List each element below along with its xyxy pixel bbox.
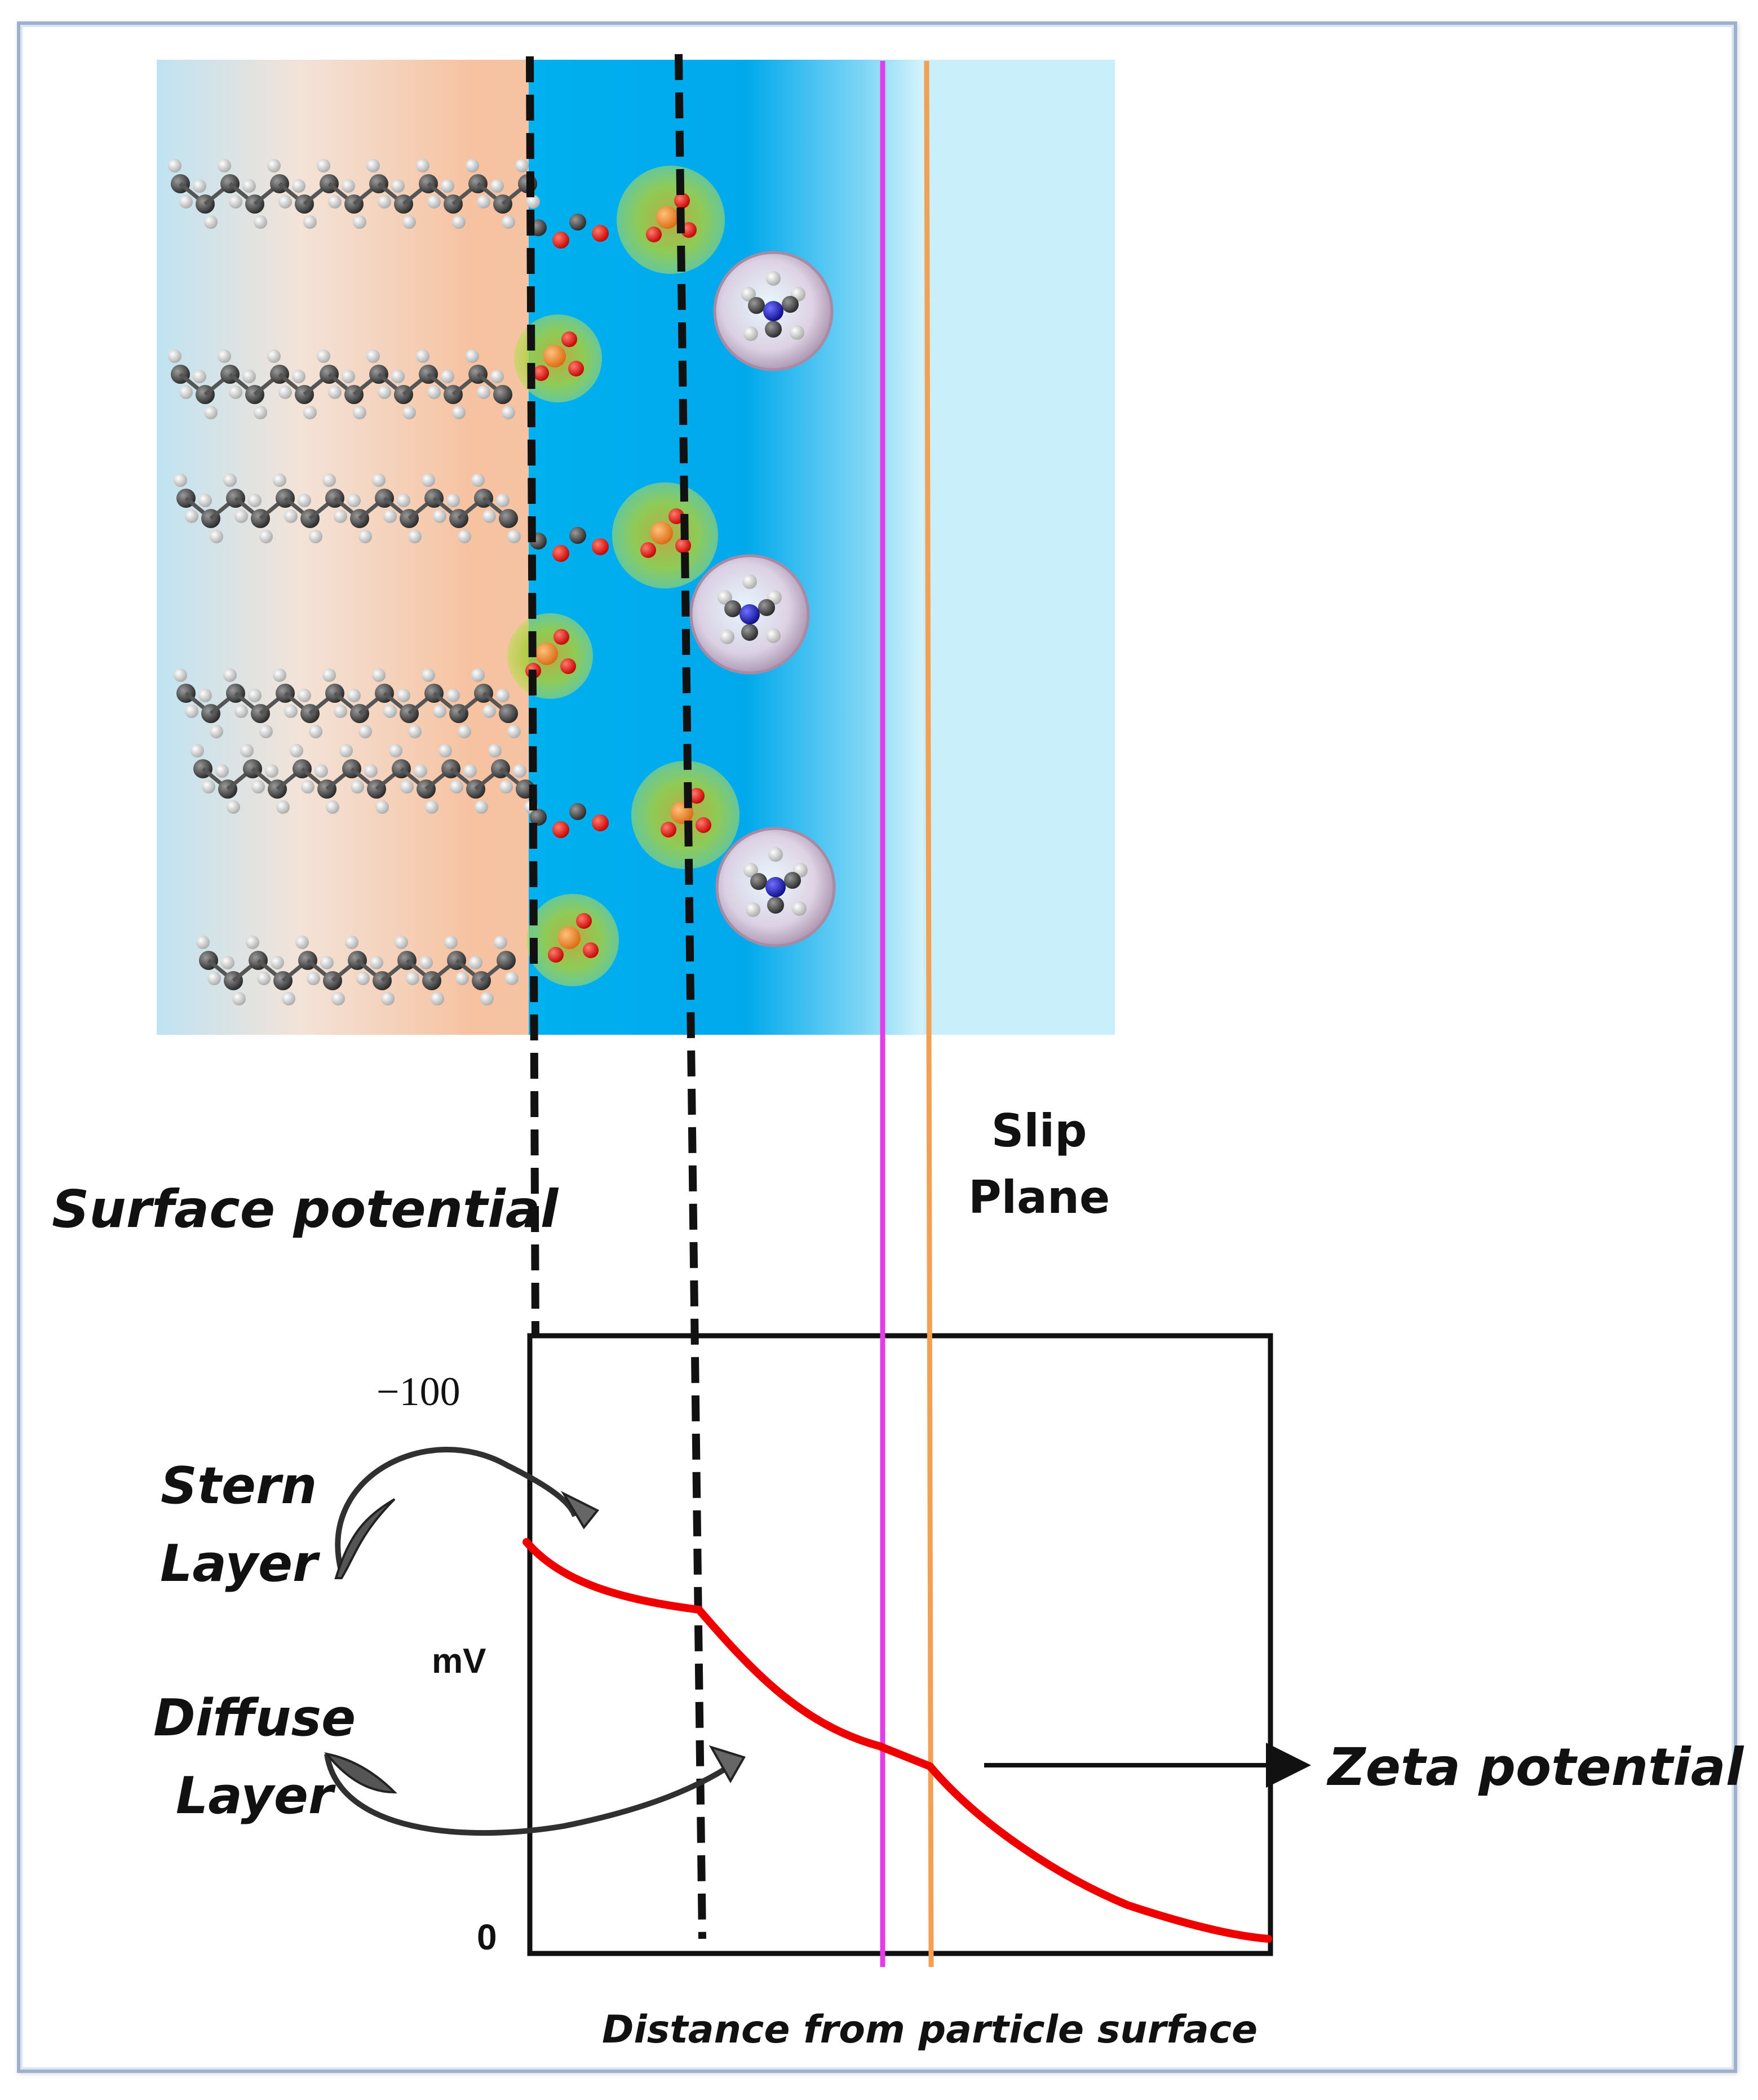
curved-arrow-icon [324, 1745, 746, 1836]
oxygen-atom [674, 193, 690, 209]
hydrogen-atom [743, 326, 758, 341]
oxygen-atom [640, 542, 656, 558]
phosphorus-atom [535, 643, 558, 665]
hydrogen-atom [790, 325, 804, 340]
hydrogen-atom [743, 863, 758, 878]
curved-arrow-icon [334, 1447, 600, 1579]
lipid-tail-icon [191, 744, 538, 814]
carbon-atom [530, 809, 547, 826]
oxygen-atom [553, 629, 569, 645]
nitrogen-atom [763, 301, 783, 321]
lipid-tail-icon [168, 349, 515, 419]
stern-layer-label: Stern Layer [160, 1447, 317, 1603]
hydrogen-atom [746, 902, 760, 917]
oxygen-atom [689, 788, 705, 804]
hydrogen-atom [792, 901, 807, 916]
oxygen-atom [668, 508, 684, 524]
oxygen-atom [548, 947, 564, 963]
oxygen-atom [681, 222, 697, 238]
oxygen-atom [583, 942, 599, 958]
oxygen-atom [592, 225, 609, 242]
phosphorus-atom [650, 522, 673, 544]
carbon-atom [724, 600, 741, 617]
y-tick-bottom: 0 [477, 1917, 497, 1957]
hydrogen-atom [742, 574, 757, 589]
oxygen-atom [552, 232, 569, 249]
y-tick-top: −100 [377, 1369, 460, 1414]
oxygen-atom [552, 821, 569, 838]
oxygen-atom [592, 538, 609, 555]
slip-plane-line2: Plane [968, 1171, 1110, 1224]
nitrogen-atom [739, 604, 760, 624]
lipid-tail-icon [174, 668, 521, 738]
oxygen-atom [576, 913, 592, 929]
oxygen-atom [661, 822, 676, 838]
zeta-potential-label: Zeta potential [1328, 1737, 1744, 1797]
diffuse-layer-label: Diffuse Layer [153, 1680, 356, 1835]
oxygen-atom [561, 331, 577, 347]
carbon-atom [569, 803, 586, 820]
slip-plane-line-orange [924, 60, 934, 1968]
oxygen-atom [533, 365, 549, 381]
lipid-tail-icon [196, 936, 519, 1005]
lipid-tail-icon [174, 473, 521, 543]
potential-curve [522, 1538, 1272, 1943]
carbon-atom [767, 897, 784, 914]
figure-frame [17, 21, 1737, 2073]
carbon-atom [741, 624, 758, 641]
carbon-atom [784, 872, 801, 889]
carbon-atom [782, 296, 799, 313]
oxygen-atom [696, 817, 711, 833]
oxygen-atom [592, 814, 609, 831]
carbon-atom [569, 214, 586, 231]
surface-potential-label: Surface potential [52, 1179, 559, 1239]
stern-line2: Layer [160, 1534, 318, 1593]
hydrogen-atom [766, 628, 781, 643]
oxygen-atom [552, 545, 569, 562]
diffuse-line1: Diffuse [153, 1689, 356, 1748]
carbon-atom [569, 527, 586, 544]
y-unit-label: mV [432, 1642, 486, 1681]
stern-boundary-dashed-line [675, 54, 706, 1939]
phosphorus-atom [656, 206, 679, 229]
oxygen-atom [560, 658, 576, 674]
hydrogen-atom [718, 590, 732, 605]
slip-plane-label: Slip Plane [968, 1098, 1110, 1231]
bulk-water-region [923, 60, 1115, 1035]
carbon-atom [758, 599, 775, 616]
oxygen-atom [646, 227, 662, 242]
lipid-tail-icon [168, 159, 540, 229]
phosphorus-atom [558, 927, 581, 949]
hydrogen-atom [766, 271, 781, 286]
oxygen-atom [675, 538, 691, 553]
hydrogen-atom [741, 287, 756, 302]
nitrogen-atom [765, 877, 786, 897]
slip-plane-line1: Slip [991, 1105, 1087, 1157]
hydrogen-atom [720, 630, 734, 644]
plot-frame [527, 1333, 1273, 1956]
stern-line1: Stern [161, 1456, 317, 1516]
inner-helmholtz-dashed-line [526, 56, 539, 1336]
diffuse-line2: Layer [175, 1766, 334, 1826]
phosphorus-atom [543, 345, 566, 367]
carbon-atom [748, 297, 765, 314]
carbon-atom [750, 873, 767, 890]
carbon-atom [765, 321, 782, 338]
hydrogen-atom [768, 847, 783, 862]
x-axis-label: Distance from particle surface [602, 2008, 1258, 2052]
oxygen-atom [568, 361, 584, 376]
